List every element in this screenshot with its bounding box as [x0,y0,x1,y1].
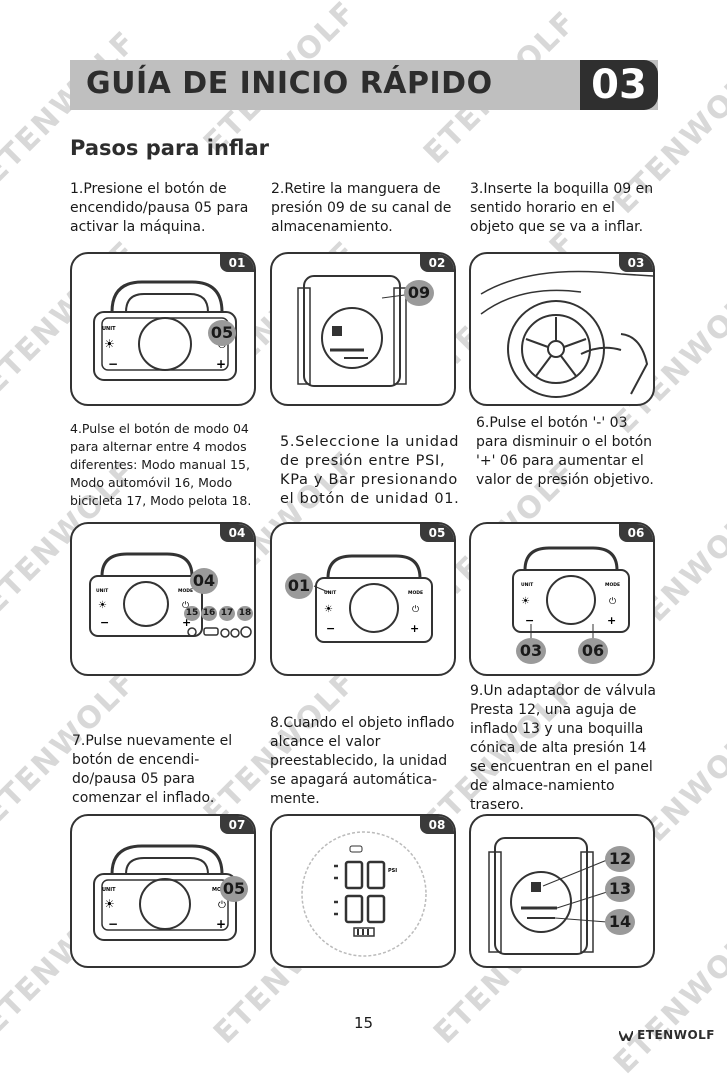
callout-03: 03 [516,638,546,664]
svg-text:+: + [410,622,419,635]
svg-text:☀: ☀ [98,600,107,611]
callout-18: 18 [237,606,253,621]
svg-text:☀: ☀ [521,596,530,607]
svg-text:⏻: ⏻ [609,596,616,607]
svg-text:−: − [108,357,118,371]
callout-05: 05 [208,320,236,346]
figure-tag: 07 [220,816,254,834]
step-5-text: 5.Seleccione la unidad de presión entre … [280,434,460,507]
step-9-text: 9.Un adaptador de válvula Presta 12, una… [470,683,656,813]
figure-tag: 01 [220,254,254,272]
svg-text:+: + [216,357,226,371]
callout-01: 01 [285,573,313,599]
compressor-unit-illustration: UNIT MODE ☀ ⏻ − + [313,554,433,643]
storage-panel-illustration [488,837,608,955]
compressor-mode-illustration: UNIT MODE ☀ ⏻ − + [89,552,252,638]
figure-tag: 03 [619,254,653,272]
svg-text:⏻: ⏻ [412,604,419,615]
callout-09: 09 [404,280,434,306]
figure-tag: 02 [420,254,454,272]
display-screen-illustration: PSI [301,831,427,957]
step-8-text: 8.Cuando el objeto inflado alcance el va… [270,715,455,807]
compressor-pressure-illustration: UNIT MODE ☀ ⏻ − + [512,546,630,640]
chapter-number: 03 [580,60,658,110]
step-1-text: 1.Presione el botón de encendido/pausa 0… [70,181,249,235]
svg-text:−: − [525,614,534,627]
svg-text:UNIT: UNIT [96,588,109,594]
svg-text:☀: ☀ [104,897,115,911]
brand-name: ETENWOLF [637,1028,715,1042]
svg-text:+: + [182,616,191,629]
figure-04: 04 UNIT MODE ☀ ⏻ − + [70,522,256,676]
figure-tag: 04 [220,524,254,542]
svg-text:MODE: MODE [178,588,193,594]
callout-13: 13 [605,876,635,902]
callout-15: 15 [184,606,200,621]
svg-text:−: − [326,622,335,635]
page-header: GUÍA DE INICIO RÁPIDO 03 [70,60,658,110]
callout-06: 06 [578,638,608,664]
svg-text:MODE: MODE [408,590,423,596]
step-2-text: 2.Retire la manguera de presión 09 de su… [271,181,452,235]
car-tire-illustration [480,270,653,398]
figure-03: 03 [469,252,655,406]
figure-06: 06 UNIT MODE ☀ ⏻ − + [469,522,655,676]
figure-08: 08 PSI [270,814,456,968]
figure-02: 02 [270,252,456,406]
svg-text:+: + [607,614,616,627]
step-7-text: 7.Pulse nuevamente el botón de encendi-d… [72,733,233,806]
svg-text:UNIT: UNIT [324,590,337,596]
step-4-text: 4.Pulse el botón de modo 04 para alterna… [70,421,252,508]
figure-tag: 08 [420,816,454,834]
svg-text:−: − [108,917,118,931]
svg-text:UNIT: UNIT [102,887,116,893]
figure-tag: 06 [619,524,653,542]
wolf-icon [619,1030,634,1041]
compressor-start-illustration: UNIT MODE ☀ ⏻ − + [93,844,237,941]
brand-logo: ETENWOLF [619,1028,715,1042]
svg-text:UNIT: UNIT [521,582,534,588]
svg-text:⏻: ⏻ [182,600,189,611]
callout-12: 12 [605,846,635,872]
psi-label: PSI [388,868,397,874]
svg-text:UNIT: UNIT [102,326,116,332]
step-6-text: 6.Pulse el botón '-' 03 para disminuir o… [476,415,654,488]
step-3-text: 3.Inserte la boquilla 09 en sentido hora… [470,181,654,235]
page-number: 15 [353,1014,374,1032]
callout-17: 17 [219,606,235,621]
svg-text:⏻: ⏻ [218,900,226,911]
section-title: Pasos para inflar [70,136,270,160]
figure-05: 05 UNIT MODE ☀ ⏻ − + [270,522,456,676]
figure-tag: 05 [420,524,454,542]
callout-04: 04 [190,568,218,594]
callout-14: 14 [605,909,635,935]
callout-05: 05 [220,876,248,902]
svg-text:MODE: MODE [605,582,620,588]
svg-text:☀: ☀ [324,604,333,615]
svg-text:−: − [100,616,109,629]
compressor-back-illustration [297,275,413,387]
svg-text:☀: ☀ [104,337,115,351]
svg-text:+: + [216,917,226,931]
page-title: GUÍA DE INICIO RÁPIDO [86,66,493,101]
callout-16: 16 [201,606,217,621]
